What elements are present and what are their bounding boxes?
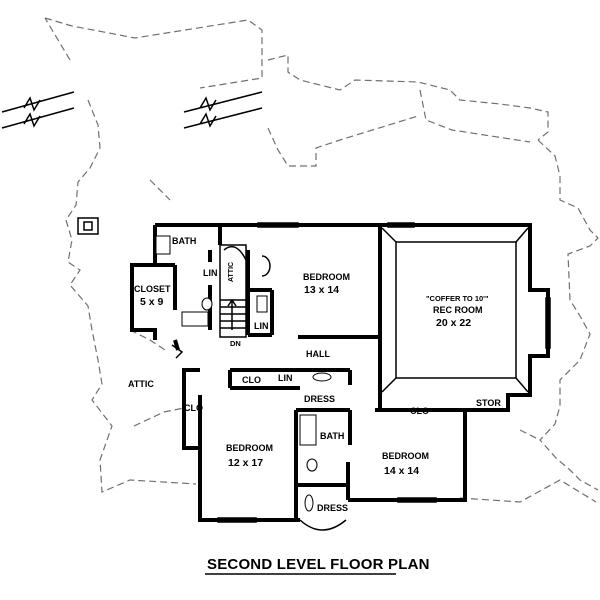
bedroom-sw-size: 12 x 17 — [228, 457, 263, 469]
fixtures — [155, 235, 332, 512]
clo-label-1: CLO — [242, 375, 261, 385]
down-label: DN — [230, 339, 241, 348]
bath-mid-label: BATH — [320, 431, 344, 441]
closet-size: 5 x 9 — [140, 296, 164, 308]
lin-label-1: LIN — [203, 268, 218, 278]
dress-label-2: DRESS — [317, 503, 348, 513]
attic-stair-label: ATTIC — [228, 262, 235, 282]
bedroom-sw-label: BEDROOM — [226, 443, 273, 453]
clo-label-3: CLO — [410, 406, 429, 416]
rec-room-label: REC ROOM — [433, 305, 483, 315]
closet-label: CLOSET — [134, 284, 171, 294]
stor-label: STOR — [476, 398, 501, 408]
rec-room-note: "COFFER TO 10'" — [426, 294, 489, 303]
roof-outline — [44, 17, 599, 503]
hall-label: HALL — [306, 349, 330, 359]
bedroom-nw-size: 13 x 14 — [304, 284, 339, 296]
bedroom-nw-label: BEDROOM — [303, 272, 350, 282]
chimney — [77, 217, 99, 235]
room-labels: BATH CLOSET 5 x 9 LIN ATTIC LIN DN BEDRO… — [128, 236, 501, 513]
attic-left-label: ATTIC — [128, 379, 154, 389]
bedroom-se-label: BEDROOM — [382, 451, 429, 461]
rec-room-size: 20 x 22 — [436, 317, 471, 329]
bedroom-se-size: 14 x 14 — [384, 465, 419, 477]
lin-label-2: LIN — [254, 321, 269, 331]
openings — [171, 222, 551, 531]
clo-label-2: CLO — [184, 403, 203, 413]
interior-walls — [155, 225, 468, 520]
stair — [219, 244, 271, 338]
bath-top-label: BATH — [172, 236, 196, 246]
plan-title: SECOND LEVEL FLOOR PLAN — [207, 556, 430, 573]
rec-room-coffer — [381, 227, 529, 393]
dress-label-1: DRESS — [304, 394, 335, 404]
lin-label-3: LIN — [278, 373, 293, 383]
exterior-walls — [130, 223, 550, 522]
break-lines — [1, 91, 263, 129]
